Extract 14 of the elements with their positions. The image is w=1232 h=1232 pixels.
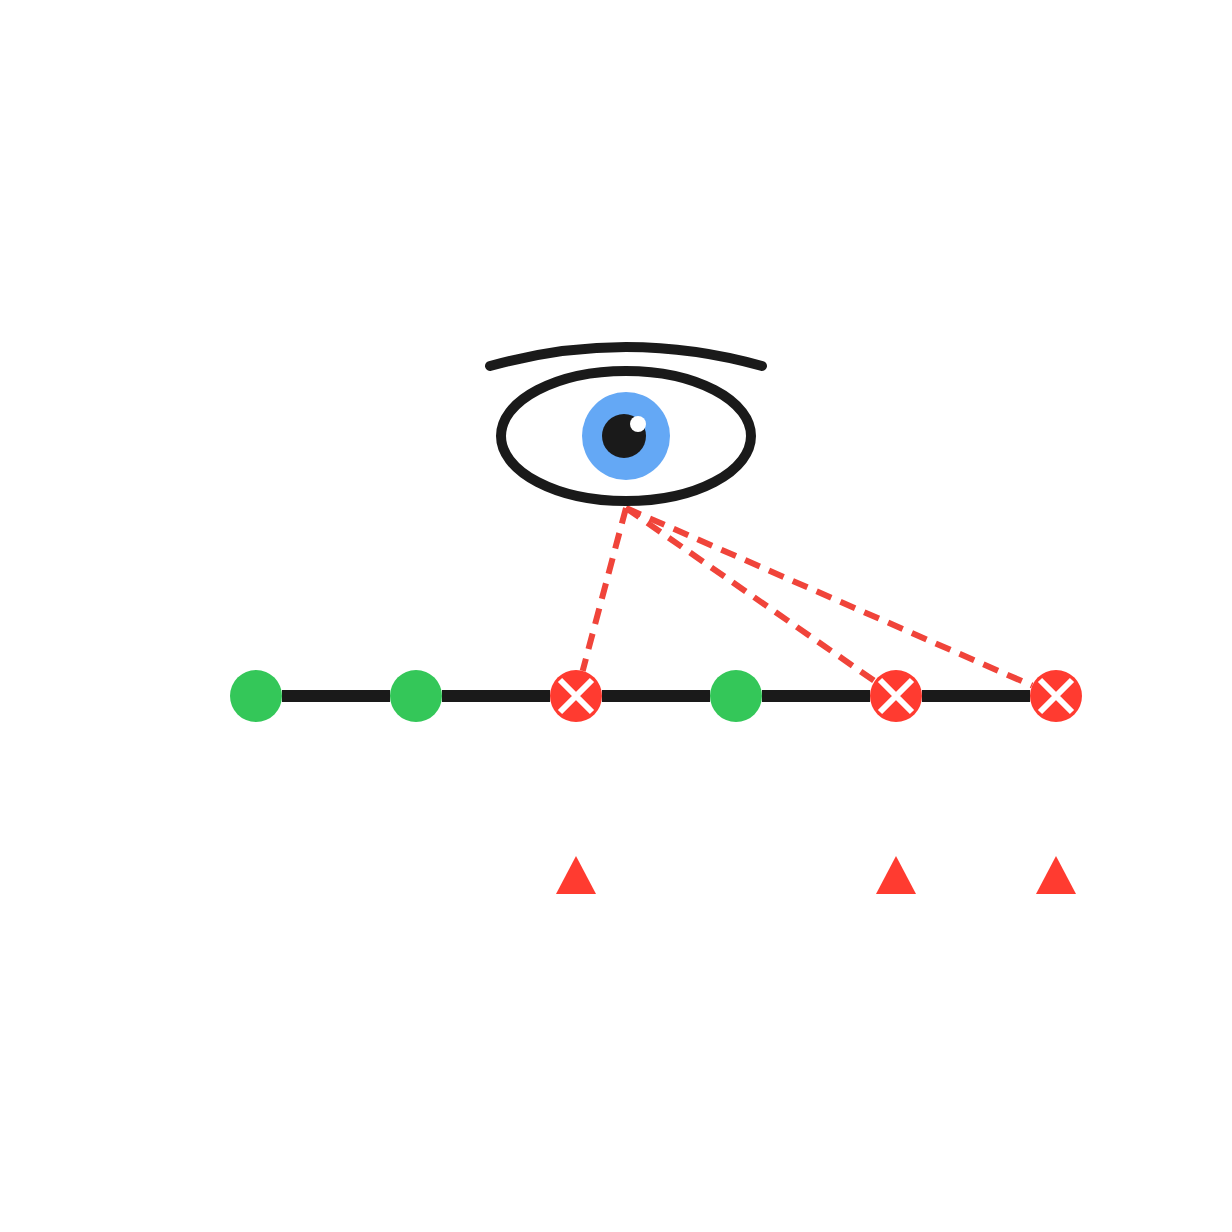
circle-marker xyxy=(710,670,762,722)
connector-line xyxy=(762,690,870,702)
connector-line xyxy=(282,690,390,702)
circle-marker xyxy=(230,670,282,722)
connector-line xyxy=(922,690,1030,702)
dashed-line xyxy=(624,505,1034,689)
circle-marker xyxy=(390,670,442,722)
crossed-circle-marker xyxy=(870,670,922,722)
dashed-line xyxy=(579,507,629,672)
crossed-circle-marker xyxy=(550,670,602,722)
crossed-circle-marker xyxy=(1030,670,1082,722)
connector-line xyxy=(442,690,550,702)
dashed-line xyxy=(624,505,877,684)
connector-line xyxy=(602,690,710,702)
